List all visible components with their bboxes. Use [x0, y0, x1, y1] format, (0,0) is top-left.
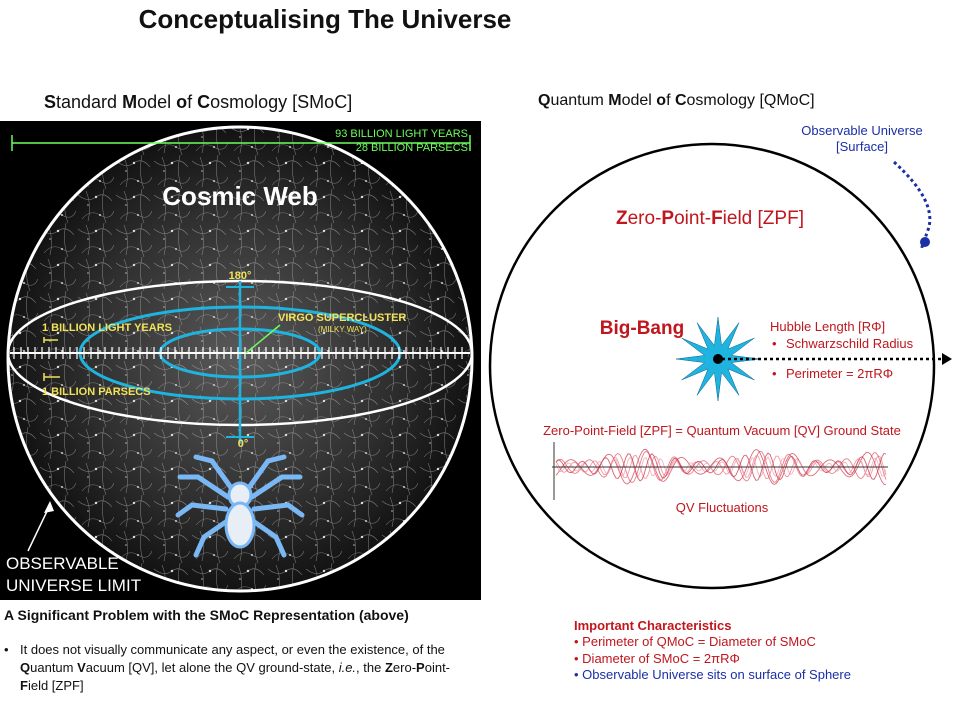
schwarzschild-label: Schwarzschild Radius [786, 336, 914, 351]
qv-fluctuations-label: QV Fluctuations [676, 500, 769, 515]
characteristic-item: • Perimeter of QMoC = Diameter of SMoC [574, 634, 816, 649]
big-bang-label: Big-Bang [600, 318, 684, 339]
smoc-title: Standard Model of Cosmology [SMoC] [44, 92, 353, 112]
hubble-length-label: Hubble Length [RΦ] [770, 319, 885, 334]
problem-heading: A Significant Problem with the SMoC Repr… [4, 607, 409, 623]
qv-fluctuations-waves [555, 449, 887, 486]
perimeter-label: Perimeter = 2πRΦ [786, 366, 893, 381]
scale-top-label-2: 28 BILLION PARSECS [356, 142, 468, 154]
ground-state-label: Zero-Point-Field [ZPF] = Quantum Vacuum … [543, 423, 901, 438]
angle-0-label: 0° [238, 438, 249, 450]
zpf-label: Zero-Point-Field [ZPF] [616, 208, 804, 229]
observable-surface-label-2: [Surface] [836, 139, 888, 154]
virgo-label: VIRGO SUPERCLUSTER [278, 312, 406, 324]
scale-top-label-1: 93 BILLION LIGHT YEARS [335, 128, 468, 140]
milky-way-label: (MILKY WAY) [318, 325, 367, 334]
characteristics-heading: Important Characteristics [574, 618, 732, 633]
observable-surface-pointer [892, 160, 932, 250]
qmoc-title: Quantum Model of Cosmology [QMoC] [538, 92, 815, 109]
schwarzschild-bullet: • [772, 336, 777, 351]
problem-bullet: • [4, 642, 9, 657]
virgo-pointer [245, 324, 281, 354]
ruler-ticks [13, 347, 463, 359]
observable-surface-label-1: Observable Universe [801, 123, 922, 138]
billion-ly-label: 1 BILLION LIGHT YEARS [42, 322, 172, 334]
spider-icon [175, 454, 305, 558]
qv-wave [555, 449, 887, 486]
perimeter-bullet: • [772, 366, 777, 381]
observable-label-1: OBSERVABLE [6, 554, 119, 573]
smoc-diagram: 93 BILLION LIGHT YEARS 28 BILLION PARSEC… [0, 121, 481, 600]
characteristic-item: • Diameter of SMoC = 2πRΦ [574, 651, 740, 666]
smoc-svg: 93 BILLION LIGHT YEARS 28 BILLION PARSEC… [0, 121, 481, 600]
observable-label-2: UNIVERSE LIMIT [6, 576, 141, 595]
billion-pc-label: 1 BILLION PARSECS [42, 386, 151, 398]
problem-body: • It does not visually communicate any a… [4, 642, 451, 693]
characteristic-item: • Observable Universe sits on surface of… [574, 667, 851, 682]
qmoc-diagram: Observable Universe [Surface] Zero-Point… [488, 123, 952, 590]
cosmic-web-label: Cosmic Web [162, 181, 318, 211]
angle-180-label: 180° [229, 270, 252, 282]
qmoc-circle [488, 142, 936, 590]
page-title: Conceptualising The Universe [138, 4, 512, 34]
qv-wave [555, 452, 887, 482]
